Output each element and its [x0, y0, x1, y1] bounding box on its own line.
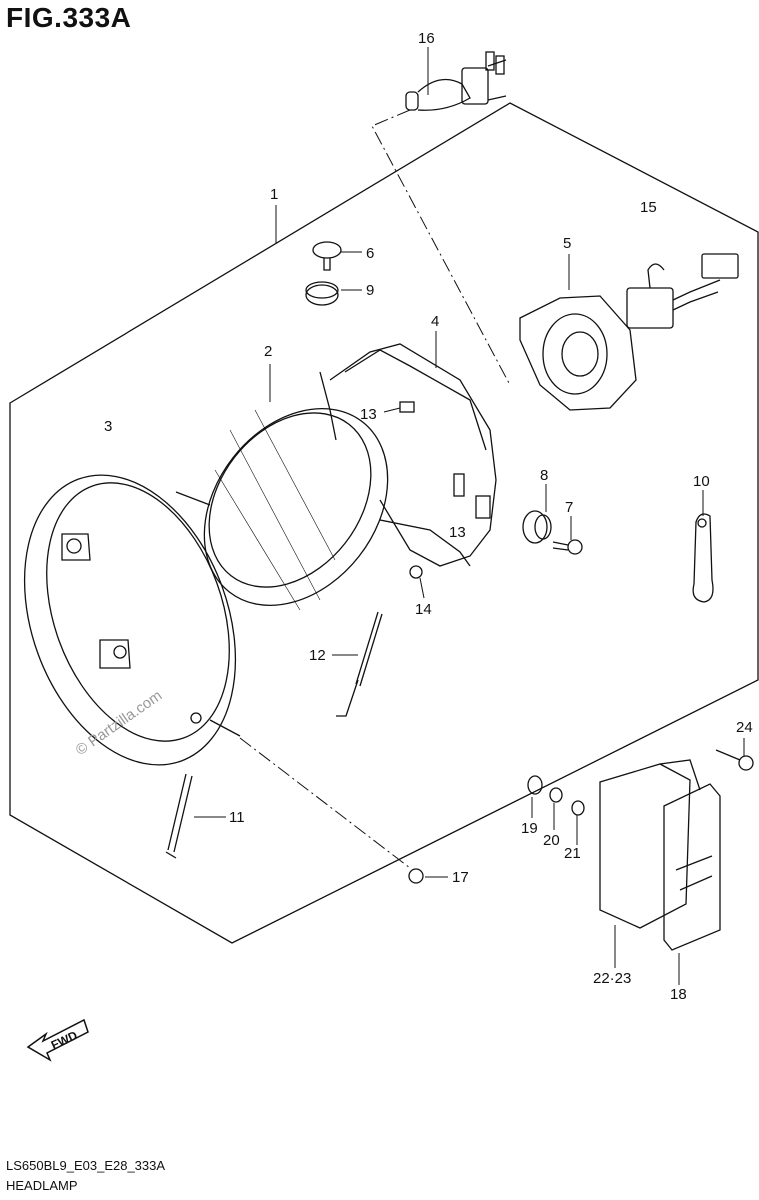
callout-3: 3	[104, 418, 112, 435]
grommet-part-9	[305, 281, 339, 306]
bulb-part	[405, 51, 507, 111]
callout-5: 5	[563, 235, 571, 252]
socket-cover-part	[519, 295, 637, 411]
callout-15: 15	[640, 199, 657, 216]
screw-part-24	[715, 749, 754, 771]
stay-part-10	[692, 513, 714, 603]
callout-12: 12	[309, 647, 326, 664]
callout-22-23: 22·23	[593, 970, 631, 987]
grommet-part-8	[522, 510, 552, 544]
reflector-case-part	[599, 759, 701, 929]
rim-ring-part	[23, 474, 241, 766]
figure-title: FIG.333A	[6, 2, 132, 33]
screw-part-11	[165, 773, 193, 859]
reflector-part-18	[663, 783, 721, 951]
leader-ring-to-screw	[239, 737, 411, 869]
callout-1: 1	[270, 186, 278, 203]
callout-13-lower: 13	[449, 524, 466, 541]
washer-part-20	[549, 787, 563, 803]
connector-part	[626, 253, 739, 329]
callout-17: 17	[452, 869, 469, 886]
figure-code: LS650BL9_E03_E28_333A	[6, 1158, 166, 1173]
callout-16: 16	[418, 30, 435, 47]
callout-14: 14	[415, 601, 432, 618]
fwd-arrow: FWD	[26, 1018, 89, 1062]
cap-part-6	[312, 241, 342, 271]
callout-8: 8	[540, 467, 548, 484]
screw-part-14	[409, 565, 423, 579]
spring-part-12	[336, 611, 383, 717]
callout-20: 20	[543, 832, 560, 849]
screw-part-7	[552, 539, 583, 555]
watermark: © Partzilla.com	[73, 687, 166, 759]
assembly-outline-box	[9, 102, 759, 944]
callout-4: 4	[431, 313, 439, 330]
figure-name: HEADLAMP	[6, 1178, 78, 1193]
callout-10: 10	[693, 473, 710, 490]
callout-21: 21	[564, 845, 581, 862]
callout-24: 24	[736, 719, 753, 736]
callout-2: 2	[264, 343, 272, 360]
callout-6: 6	[366, 245, 374, 262]
housing-bracket-part	[319, 343, 497, 567]
callout-19: 19	[521, 820, 538, 837]
callout-7: 7	[565, 499, 573, 516]
nut-part-19	[527, 775, 543, 795]
callout-18: 18	[670, 986, 687, 1003]
nut-part-17	[408, 868, 424, 884]
callout-11: 11	[229, 809, 245, 826]
washer-part-21	[571, 800, 585, 816]
fwd-label: FWD	[49, 1028, 80, 1052]
leader-bulb-to-socket	[371, 109, 511, 386]
callout-13-upper: 13	[360, 406, 377, 423]
callout-9: 9	[366, 282, 374, 299]
lamp-unit-part	[203, 408, 389, 611]
